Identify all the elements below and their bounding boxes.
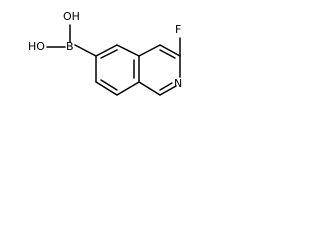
bond-n2-c1 bbox=[159, 85, 177, 96]
bond-c4a-c4 bbox=[138, 44, 161, 57]
atom-label-oh-top: OH bbox=[63, 10, 80, 23]
atom-label-boron: B bbox=[66, 40, 74, 53]
atom-label-oh-bottom: HO bbox=[28, 40, 45, 53]
bond-c8a-c8 bbox=[116, 81, 140, 96]
atom-label-nitrogen: N bbox=[174, 77, 182, 90]
bond-c4-c3-double bbox=[159, 49, 176, 59]
bond-c8-c7 bbox=[95, 81, 118, 96]
bond-c4-c3 bbox=[159, 44, 181, 57]
bond-c5-c4a bbox=[116, 44, 140, 57]
bond-c1-n2-double bbox=[159, 82, 173, 91]
bond-b-ring bbox=[74, 44, 97, 57]
chemical-structure: OH HO B F N bbox=[28, 10, 182, 96]
molecule-canvas: OH HO B F N bbox=[0, 0, 187, 115]
bond-c6-c5 bbox=[95, 44, 118, 57]
bond-c7-c8-double bbox=[100, 79, 118, 91]
atom-label-fluorine: F bbox=[175, 23, 181, 36]
bond-c5-c6-double bbox=[100, 49, 118, 59]
bond-c1-c8a bbox=[138, 81, 161, 96]
